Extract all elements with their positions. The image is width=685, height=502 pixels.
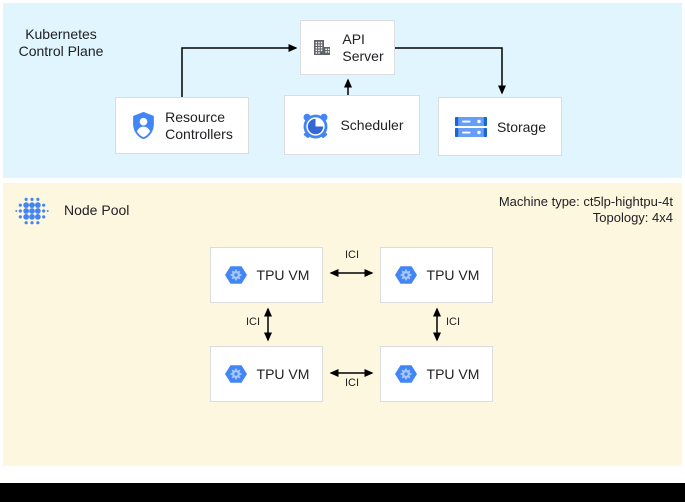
- gke-hexagon-gear-icon: [224, 266, 247, 284]
- tpu-vm-box-1: TPU VM: [210, 247, 323, 303]
- tpu-vm-box-2: TPU VM: [380, 247, 493, 303]
- ici-label-bottom: ICI: [344, 377, 360, 389]
- resource-controllers-label-line1: Resource: [165, 108, 226, 125]
- storage-disks-icon: [454, 116, 487, 137]
- bottom-black-bar: [0, 483, 685, 502]
- machine-type-text: Machine type: ct5lp-hightpu-4t: [498, 194, 673, 209]
- tpu-vm-label: TPU VM: [256, 267, 310, 283]
- machine-info: Machine type: ct5lp-hightpu-4t Topology:…: [499, 194, 673, 226]
- topology-text: Topology: 4x4: [592, 210, 673, 225]
- dot-cluster-icon: [15, 197, 49, 225]
- tpu-vm-label: TPU VM: [426, 366, 480, 382]
- building-icon: [314, 39, 331, 55]
- shield-person-icon: [133, 111, 154, 140]
- gke-hexagon-gear-icon: [394, 266, 417, 284]
- alarm-clock-icon: [303, 113, 328, 138]
- api-server-label-line1: API: [342, 30, 365, 47]
- api-server-label-line2: Server: [342, 47, 384, 64]
- tpu-vm-label: TPU VM: [426, 267, 480, 283]
- scheduler-box: Scheduler: [284, 95, 420, 155]
- ici-label-right: ICI: [445, 316, 461, 328]
- node-pool-label: Node Pool: [64, 202, 130, 218]
- control-plane-label: Kubernetes Control Plane: [8, 26, 114, 60]
- resource-controllers-label-line2: Controllers: [165, 125, 233, 142]
- resource-controllers-label: Resource Controllers: [165, 109, 233, 143]
- control-plane-label-line2: Control Plane: [18, 43, 104, 59]
- tpu-vm-box-4: TPU VM: [380, 346, 493, 402]
- scheduler-label: Scheduler: [340, 117, 404, 133]
- resource-controllers-box: Resource Controllers: [115, 97, 249, 154]
- ici-label-top: ICI: [344, 249, 360, 261]
- node-pool-section: [3, 183, 682, 466]
- tpu-vm-label: TPU VM: [256, 366, 310, 382]
- gke-hexagon-gear-icon: [394, 365, 417, 383]
- storage-label: Storage: [496, 118, 547, 135]
- api-server-box: API Server: [300, 20, 395, 75]
- storage-box: Storage: [438, 97, 562, 156]
- ici-label-left: ICI: [245, 316, 261, 328]
- api-server-label: API Server: [342, 31, 383, 65]
- gke-hexagon-gear-icon: [224, 365, 247, 383]
- control-plane-label-line1: Kubernetes: [25, 26, 97, 42]
- tpu-vm-box-3: TPU VM: [210, 346, 323, 402]
